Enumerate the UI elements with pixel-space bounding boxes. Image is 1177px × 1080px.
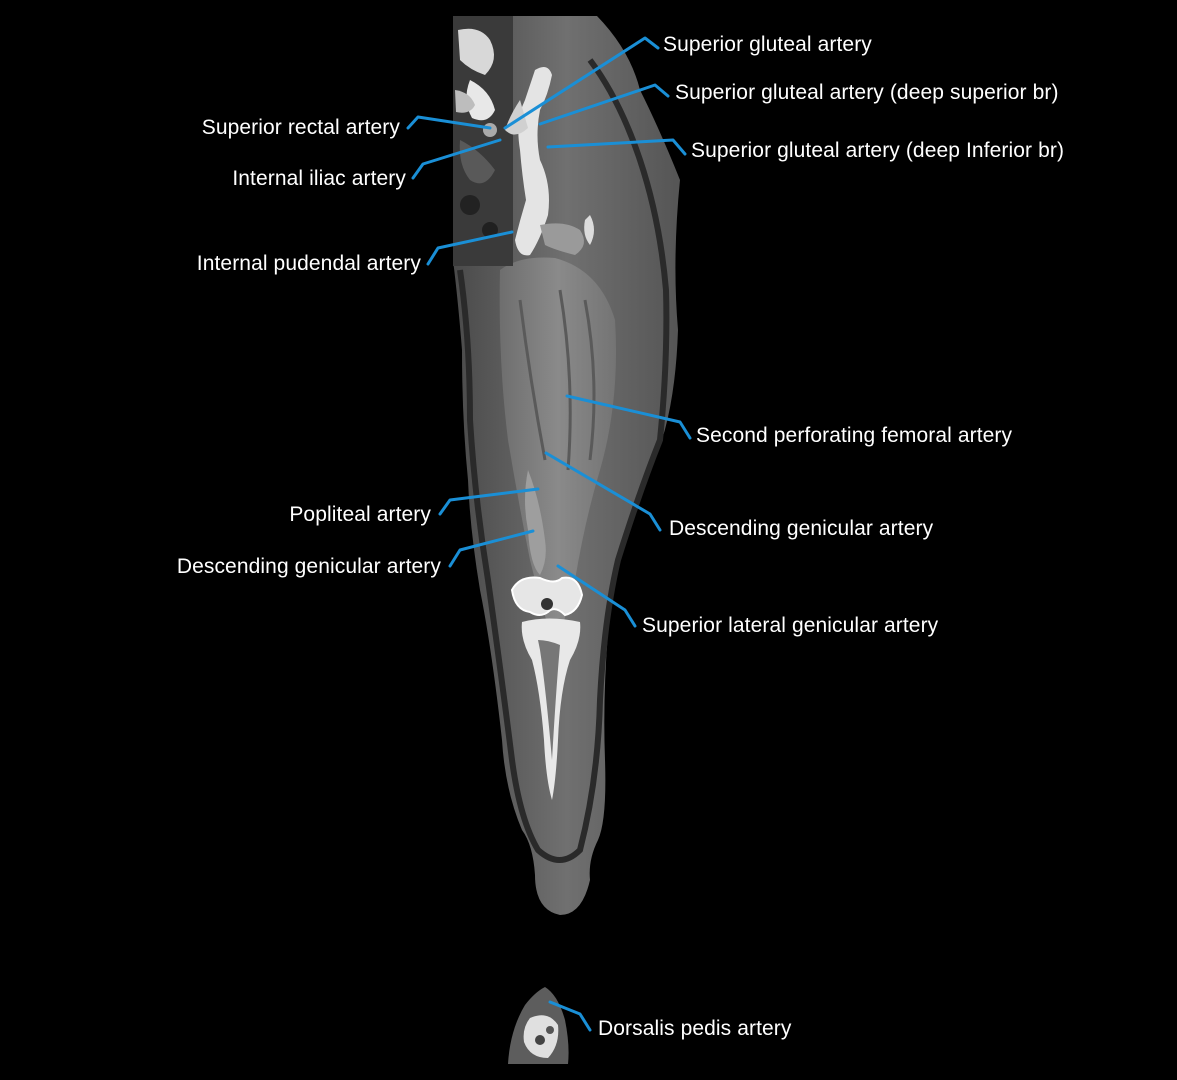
leader-internal-iliac	[411, 138, 502, 180]
leader-superior-rectal	[406, 115, 492, 130]
label-superior-rectal-artery: Superior rectal artery	[201, 116, 400, 139]
leader-internal-pudendal	[426, 230, 514, 266]
label-dorsalis-pedis-artery: Dorsalis pedis artery	[598, 1017, 792, 1040]
knee-and-leg	[510, 470, 584, 800]
leader-dorsalis-pedis	[548, 1000, 592, 1032]
leader-descending-genicular-right	[544, 451, 662, 532]
leader-superior-gluteal	[503, 36, 660, 130]
label-second-perforating-femoral-artery: Second perforating femoral artery	[696, 424, 1013, 447]
leader-superior-gluteal-deep-inferior	[546, 138, 687, 156]
label-internal-iliac-artery: Internal iliac artery	[232, 167, 406, 190]
leader-second-perforating	[565, 394, 692, 440]
label-internal-pudendal-artery: Internal pudendal artery	[196, 252, 421, 275]
leader-lines	[406, 36, 692, 1032]
leader-superior-gluteal-deep-superior	[538, 83, 670, 126]
label-descending-genicular-artery-left: Descending genicular artery	[176, 555, 441, 578]
label-superior-gluteal-deep-superior: Superior gluteal artery (deep superior b…	[675, 81, 1059, 104]
leader-popliteal	[438, 487, 540, 516]
label-superior-lateral-genicular-artery: Superior lateral genicular artery	[642, 614, 939, 637]
label-descending-genicular-artery-right: Descending genicular artery	[669, 517, 934, 540]
leader-superior-lateral-genicular	[556, 564, 637, 628]
label-superior-gluteal-artery: Superior gluteal artery	[663, 33, 872, 56]
leader-descending-genicular-left	[448, 529, 535, 568]
label-superior-gluteal-deep-inferior: Superior gluteal artery (deep Inferior b…	[691, 139, 1065, 162]
label-popliteal-artery: Popliteal artery	[289, 503, 431, 526]
pelvic-structures	[453, 16, 513, 266]
foot-slice	[508, 987, 569, 1064]
